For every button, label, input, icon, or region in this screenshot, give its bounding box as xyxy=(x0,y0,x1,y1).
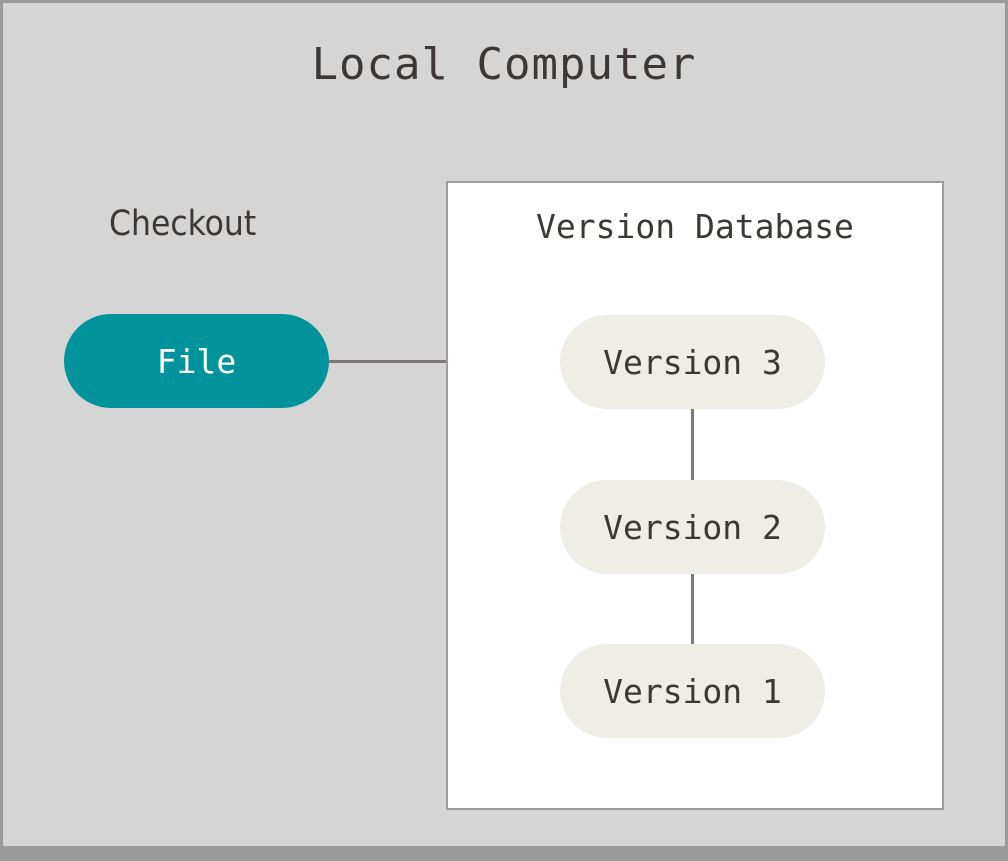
node-version-2[interactable]: Version 2 xyxy=(560,480,825,574)
node-version-3-label: Version 3 xyxy=(603,342,782,382)
edge-file-to-version-3 xyxy=(329,360,562,363)
version-database-label: Version Database xyxy=(536,207,854,246)
edge-version-3-to-version-2 xyxy=(691,407,694,482)
node-version-2-label: Version 2 xyxy=(603,507,782,547)
checkout-section-label: Checkout xyxy=(109,204,257,244)
node-file[interactable]: File xyxy=(64,314,329,408)
node-version-3[interactable]: Version 3 xyxy=(560,315,825,409)
node-version-1[interactable]: Version 1 xyxy=(560,644,825,738)
node-version-1-label: Version 1 xyxy=(603,671,782,711)
node-file-label: File xyxy=(156,341,237,381)
edge-version-2-to-version-1 xyxy=(691,572,694,646)
page-title: Local Computer xyxy=(311,39,697,90)
